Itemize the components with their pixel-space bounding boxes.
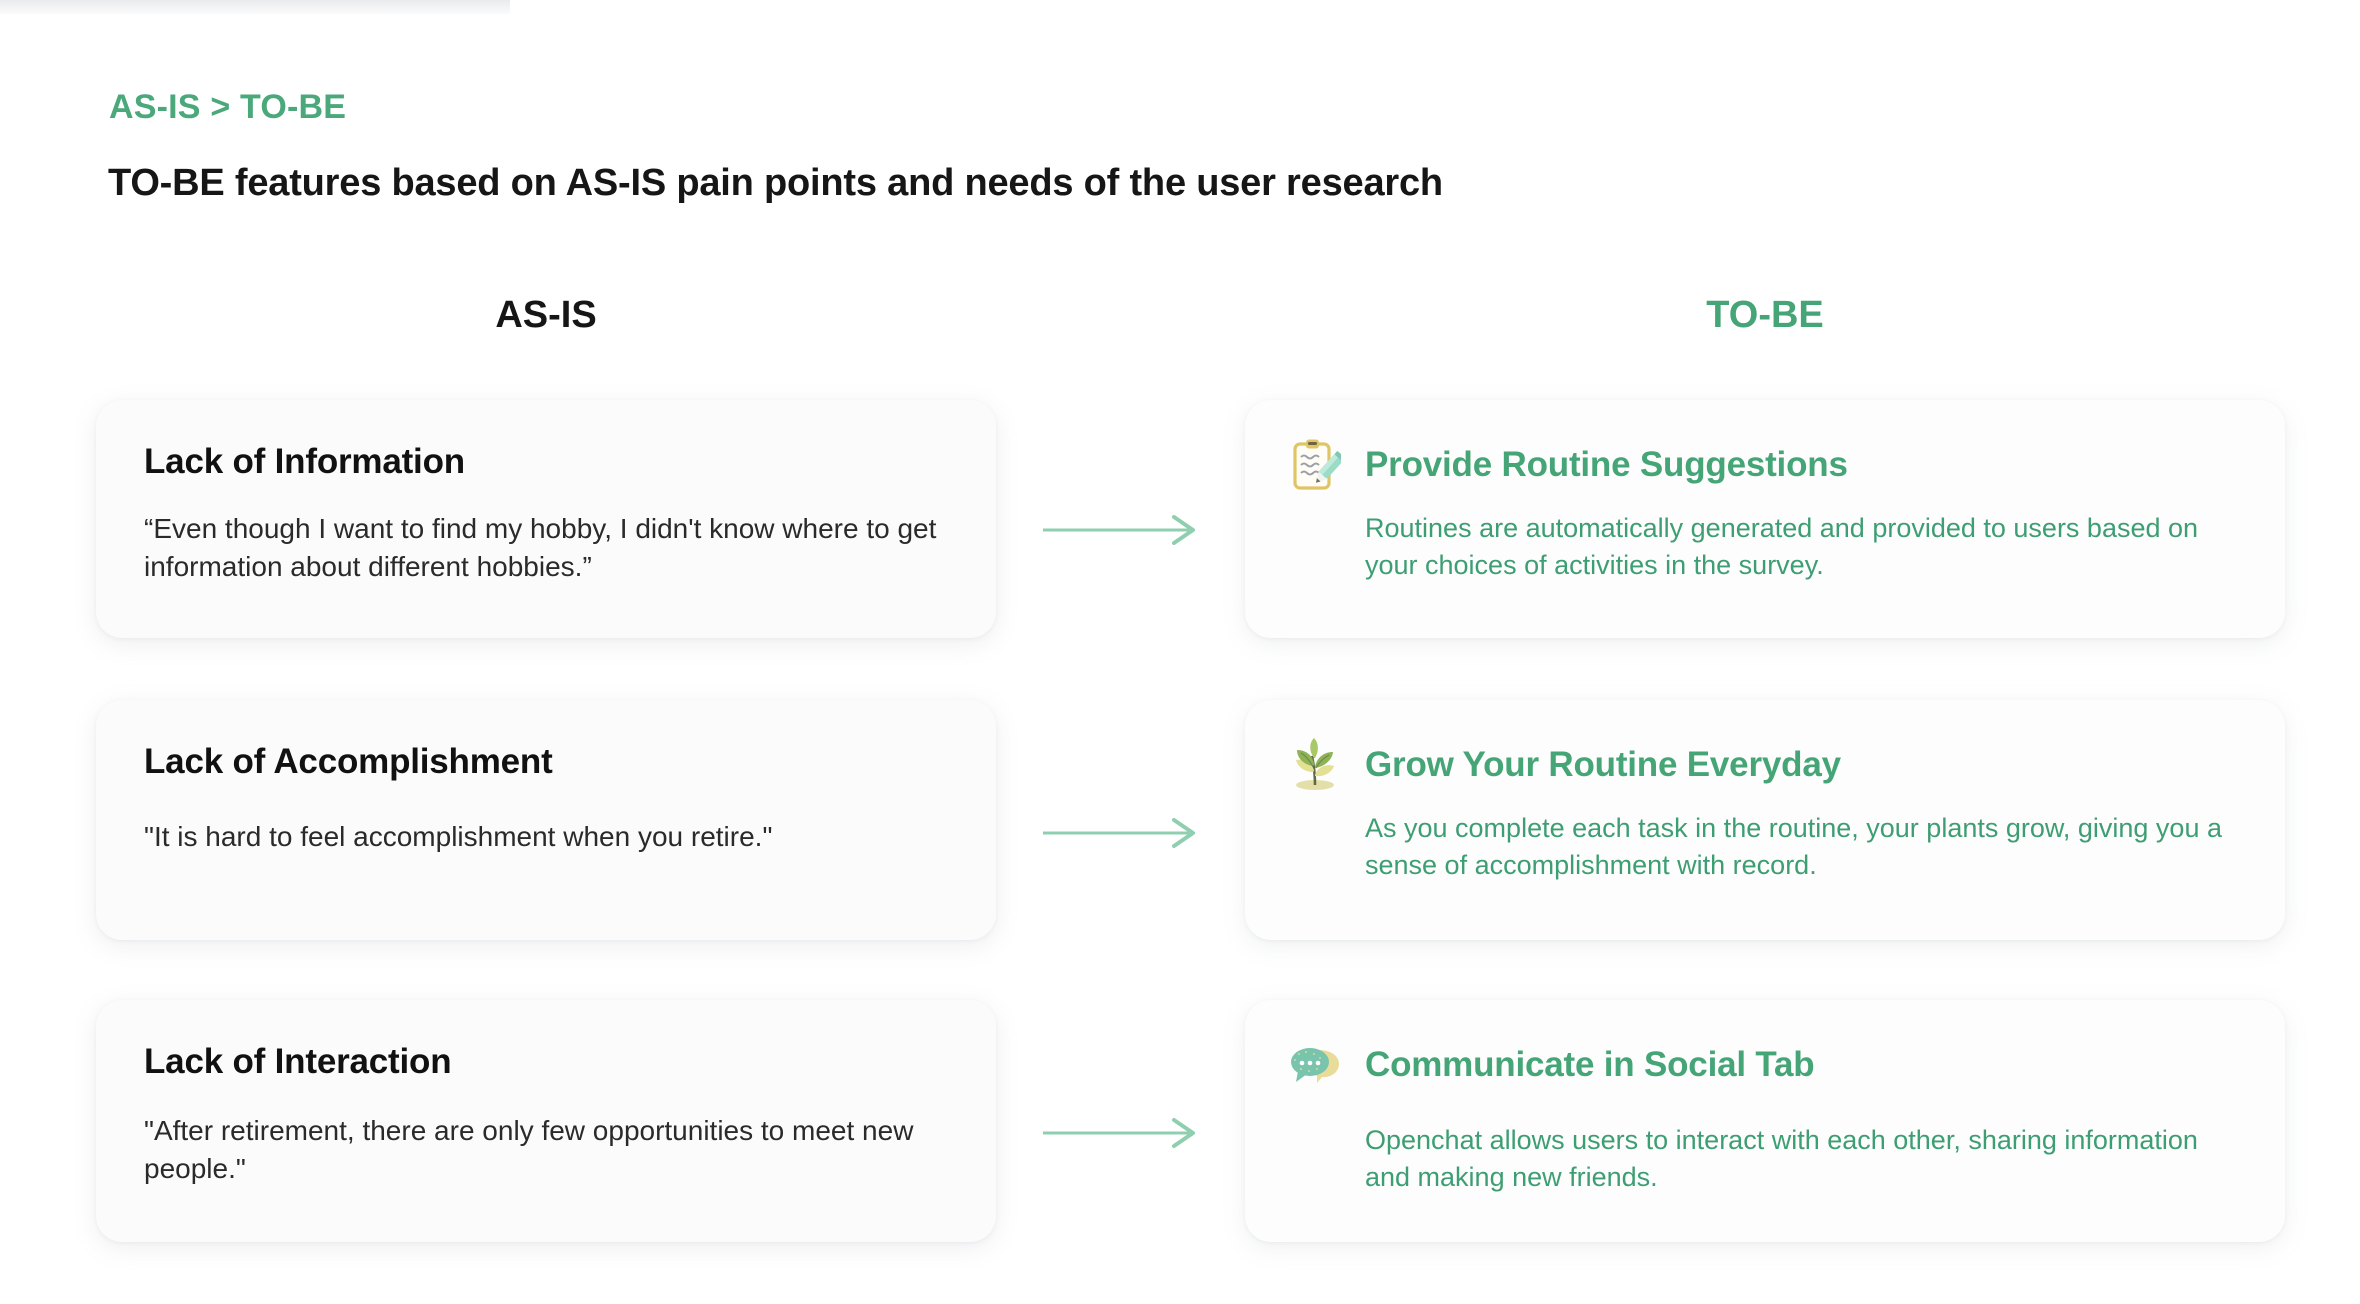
as-is-card-quote: "After retirement, there are only few op… xyxy=(144,1115,914,1185)
to-be-card-description: Openchat allows users to interact with e… xyxy=(1365,1125,2198,1193)
clipboard-pencil-icon xyxy=(1289,438,1345,492)
column-header-to-be: TO-BE xyxy=(1706,294,1824,336)
as-is-card[interactable]: Lack of Information “Even though I want … xyxy=(96,400,996,638)
as-is-card[interactable]: Lack of Accomplishment "It is hard to fe… xyxy=(96,700,996,940)
as-is-card-title: Lack of Interaction xyxy=(144,1042,452,1081)
to-be-card-description: Routines are automatically generated and… xyxy=(1365,513,2199,581)
to-be-card-title: Communicate in Social Tab xyxy=(1365,1045,1815,1084)
arrow-right-icon xyxy=(1043,818,1203,848)
as-is-card[interactable]: Lack of Interaction "After retirement, t… xyxy=(96,1000,996,1242)
seedling-icon xyxy=(1289,738,1341,792)
as-is-card-title: Lack of Information xyxy=(144,442,465,481)
to-be-card[interactable]: Provide Routine Suggestions Routines are… xyxy=(1245,400,2285,638)
to-be-card-title: Grow Your Routine Everyday xyxy=(1365,745,1841,784)
comparison-row: Lack of Interaction "After retirement, t… xyxy=(0,1000,2360,1242)
as-is-card-title: Lack of Accomplishment xyxy=(144,742,553,781)
comparison-row: Lack of Information “Even though I want … xyxy=(0,400,2360,640)
to-be-card-header: Communicate in Social Tab xyxy=(1289,1038,2241,1092)
to-be-card-title: Provide Routine Suggestions xyxy=(1365,445,1848,484)
arrow-right-icon xyxy=(1043,1118,1203,1148)
to-be-card-description: As you complete each task in the routine… xyxy=(1365,813,2222,881)
page-title: TO-BE features based on AS-IS pain point… xyxy=(108,162,1443,204)
to-be-card[interactable]: Communicate in Social Tab Openchat allow… xyxy=(1245,1000,2285,1242)
comparison-row: Lack of Accomplishment "It is hard to fe… xyxy=(0,700,2360,940)
as-is-card-quote: “Even though I want to find my hobby, I … xyxy=(144,513,937,583)
to-be-card-header: Provide Routine Suggestions xyxy=(1289,438,2241,492)
column-header-as-is: AS-IS xyxy=(495,294,597,336)
section-eyebrow: AS-IS > TO-BE xyxy=(109,88,347,126)
as-is-card-quote: "It is hard to feel accomplishment when … xyxy=(144,821,773,852)
top-edge-crop-band xyxy=(0,0,510,14)
to-be-card-header: Grow Your Routine Everyday xyxy=(1289,738,2241,792)
speech-balloons-icon xyxy=(1289,1038,1341,1092)
to-be-card[interactable]: Grow Your Routine Everyday As you comple… xyxy=(1245,700,2285,940)
arrow-right-icon xyxy=(1043,515,1203,545)
